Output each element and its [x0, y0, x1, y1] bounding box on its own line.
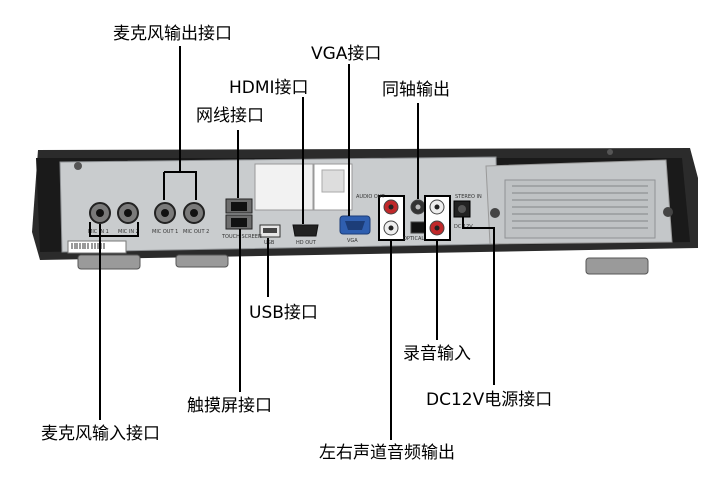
label-network: 网线接口 — [196, 106, 264, 126]
foot — [175, 254, 229, 268]
svg-text:MIC OUT 2: MIC OUT 2 — [183, 229, 209, 235]
label-mic-in: 麦克风输入接口 — [41, 424, 160, 444]
label-touch-screen: 触摸屏接口 — [187, 396, 272, 416]
svg-text:STEREO IN: STEREO IN — [455, 194, 482, 200]
mic-in-jacks — [89, 202, 139, 224]
svg-text:VGA: VGA — [347, 238, 358, 244]
svg-text:USB: USB — [264, 240, 275, 246]
screw — [607, 149, 613, 155]
svg-text:AUDIO OUT: AUDIO OUT — [356, 194, 386, 200]
callout-lines — [89, 46, 495, 440]
svg-text:MIC OUT 1: MIC OUT 1 — [152, 229, 178, 235]
label-coaxial: 同轴输出 — [382, 80, 450, 100]
label-lr-audio-out: 左右声道音频输出 — [319, 443, 455, 463]
label-dc-power: DC12V电源接口 — [426, 390, 553, 410]
mic-out-jacks — [154, 202, 205, 224]
label-record-in: 录音输入 — [403, 344, 471, 364]
label-hdmi: HDMI接口 — [229, 78, 309, 98]
spec-sticker — [254, 163, 314, 211]
screw — [74, 162, 82, 170]
screw — [490, 208, 500, 218]
foot — [77, 254, 141, 270]
label-vga: VGA接口 — [311, 44, 382, 64]
label-mic-out: 麦克风输出接口 — [113, 24, 232, 44]
svg-text:HD OUT: HD OUT — [296, 240, 317, 246]
foot — [585, 257, 649, 275]
screw — [663, 207, 673, 217]
svg-text:OPTICAL: OPTICAL — [403, 236, 424, 242]
barcode-sticker — [67, 240, 127, 254]
svg-text:TOUCH SCREEN: TOUCH SCREEN — [221, 234, 262, 240]
network-ports — [225, 198, 253, 230]
label-usb: USB接口 — [249, 303, 318, 323]
optical-port — [410, 221, 426, 234]
svg-text:MIC IN 2: MIC IN 2 — [118, 229, 139, 235]
svg-text:MIC IN 1: MIC IN 1 — [88, 229, 109, 235]
hdmi-port — [292, 224, 319, 237]
